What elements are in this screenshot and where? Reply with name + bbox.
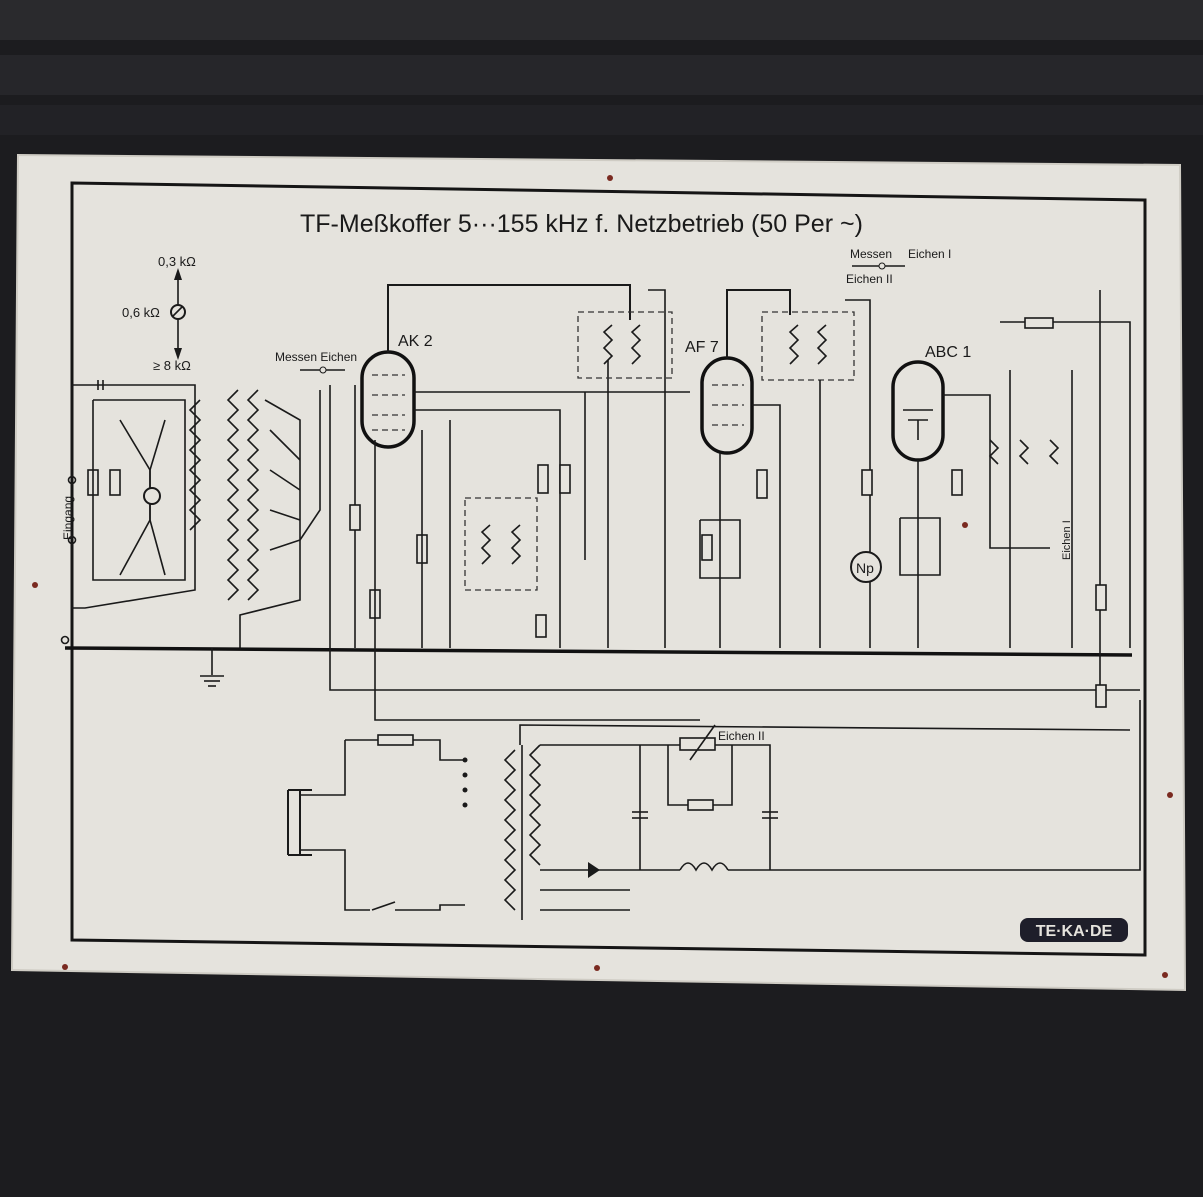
mounting-screws: [32, 175, 1173, 978]
switch-eichen1-label: Eichen I: [908, 247, 951, 261]
impedance-selector: 0,3 kΩ 0,6 kΩ ≥ 8 kΩ: [122, 254, 196, 373]
input-network: Eingang: [61, 380, 202, 609]
left-switch-arrow: [300, 366, 345, 374]
if-filter-1: [577, 289, 673, 648]
ground-symbol: [200, 648, 224, 687]
tube-af7-label: AF 7: [685, 339, 719, 356]
eichen2-supply-label: Eichen II: [718, 729, 765, 743]
if-filter-2: [761, 311, 855, 381]
impedance-mid-label: 0,6 kΩ: [122, 305, 160, 320]
tekade-logo: TE·KA·DE: [1020, 918, 1128, 942]
impedance-high-label: 0,3 kΩ: [158, 254, 196, 269]
switch-messen-label: Messen: [850, 247, 892, 261]
impedance-low-label: ≥ 8 kΩ: [153, 358, 191, 373]
eichen1-vertical-label: Eichen I: [1061, 520, 1073, 560]
neon-lamp: Np: [850, 469, 882, 583]
input-transformer: [226, 389, 321, 648]
plate-border: [70, 181, 1147, 957]
tube-abc1-label: ABC 1: [925, 344, 971, 361]
tube-af7: AF 7: [685, 289, 791, 455]
schematic-plate: [10, 153, 1187, 992]
power-supply: Eichen II: [287, 700, 1141, 920]
switch-eichen2-label: Eichen II: [846, 272, 893, 286]
tekade-logo-text: TE·KA·DE: [1036, 923, 1113, 940]
band-filter-1: [464, 497, 538, 591]
schematic-title: TF-Meßkoffer 5···155 kHz f. Netzbetrieb …: [300, 210, 863, 238]
input-label: Eingang: [61, 496, 75, 540]
left-switch-label: Messen Eichen: [275, 350, 357, 364]
tube-ak2: AK 2: [360, 284, 631, 449]
ground-bus: [64, 646, 1133, 657]
tube-ak2-label: AK 2: [398, 333, 433, 350]
output-coils: [988, 439, 1060, 465]
neon-lamp-label: Np: [856, 560, 874, 576]
